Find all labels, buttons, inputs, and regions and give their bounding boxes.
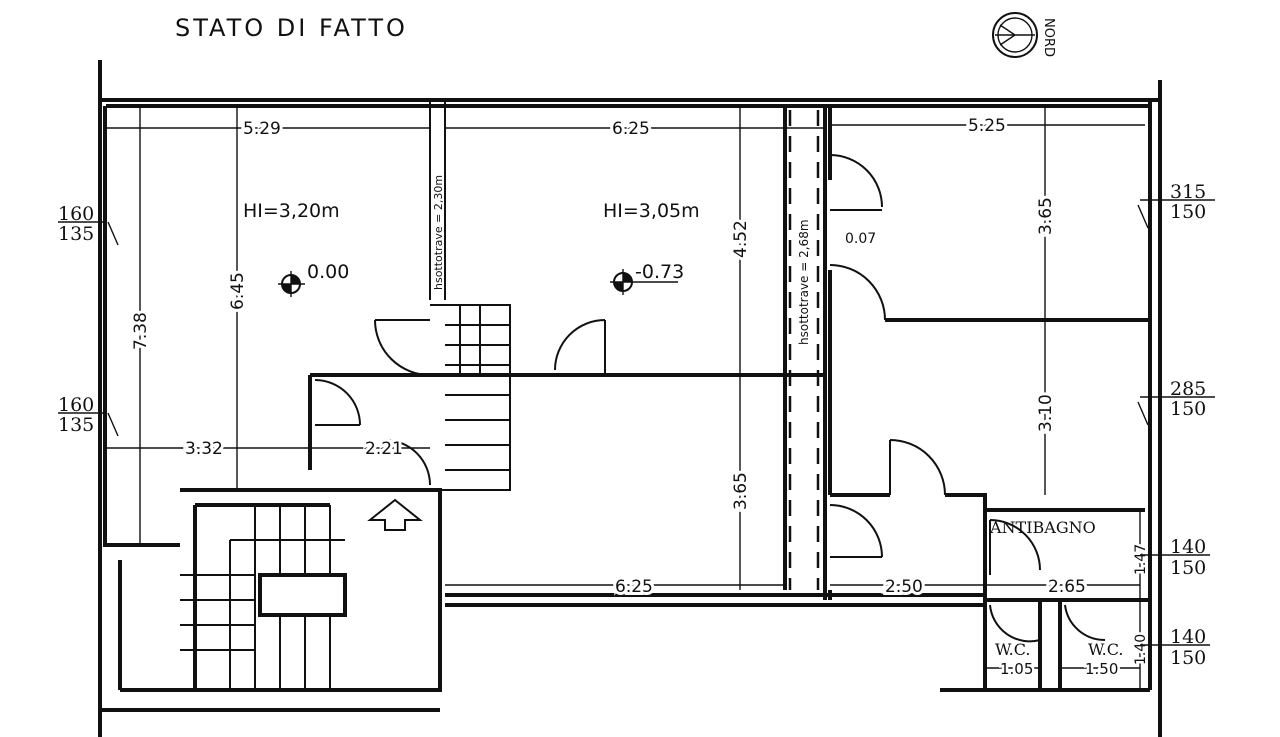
north-label: NORD bbox=[1041, 18, 1056, 57]
window-tag: 315 150 bbox=[1137, 181, 1215, 229]
svg-text:150: 150 bbox=[1170, 398, 1206, 420]
plan-title: STATO DI FATTO bbox=[175, 14, 408, 42]
wc2-label: W.C. bbox=[1088, 640, 1124, 659]
room2-height: HI=3,05m bbox=[603, 200, 700, 222]
stairs bbox=[180, 304, 511, 690]
window-tag: 140 150 bbox=[1140, 536, 1210, 579]
dim-bottom-625: 6.25 bbox=[615, 577, 653, 597]
svg-text:135: 135 bbox=[58, 223, 94, 245]
dim-v-738: 7.38 bbox=[131, 312, 151, 350]
dim-v-310: 3.10 bbox=[1036, 394, 1056, 432]
beam-height-2: hsottotrave = 2,68m bbox=[797, 219, 811, 345]
svg-text:135: 135 bbox=[58, 414, 94, 436]
dim-v-365: 3.65 bbox=[731, 472, 751, 510]
dim-wc1: 1.05 bbox=[1000, 660, 1033, 678]
svg-text:315: 315 bbox=[1170, 181, 1206, 203]
window-tag: 160 135 bbox=[58, 394, 119, 437]
north-arrow-icon: NORD bbox=[992, 12, 1056, 58]
dim-265: 2.65 bbox=[1048, 577, 1086, 597]
level-marker-icon bbox=[278, 271, 305, 297]
beams bbox=[788, 110, 820, 590]
window-tag: 160 135 bbox=[58, 203, 119, 246]
level-marker-icon bbox=[610, 269, 678, 295]
wc1-label: W.C. bbox=[995, 640, 1031, 659]
dim-332: 3.32 bbox=[185, 439, 223, 459]
dim-top-3: 5.25 bbox=[968, 116, 1006, 136]
room2-level: -0.73 bbox=[635, 261, 684, 283]
room1-height: HI=3,20m bbox=[243, 200, 340, 222]
dim-top-1: 5.29 bbox=[243, 119, 281, 139]
dim-221: 2.21 bbox=[365, 439, 403, 459]
dim-v-452: 4.52 bbox=[731, 220, 751, 258]
dim-250: 2.50 bbox=[885, 577, 923, 597]
dim-top-2: 6.25 bbox=[612, 119, 650, 139]
dim-140: 1.40 bbox=[1133, 634, 1149, 665]
beam-height-1: hsottotrave = 2,30m bbox=[432, 175, 445, 290]
svg-text:150: 150 bbox=[1170, 557, 1206, 579]
svg-text:140: 140 bbox=[1170, 626, 1206, 648]
svg-text:150: 150 bbox=[1170, 201, 1206, 223]
svg-text:140: 140 bbox=[1170, 536, 1206, 558]
svg-text:160: 160 bbox=[58, 394, 94, 416]
dim-v-365-right: 3.65 bbox=[1036, 197, 1056, 235]
antibagno-label: ANTIBAGNO bbox=[989, 518, 1096, 537]
entrance-arrow-icon bbox=[367, 498, 423, 531]
doors bbox=[314, 154, 1106, 643]
dim-wc2: 1.50 bbox=[1085, 660, 1118, 678]
svg-text:160: 160 bbox=[58, 203, 94, 225]
window-tag: 140 150 bbox=[1140, 626, 1210, 669]
walls bbox=[98, 60, 1162, 737]
svg-text:150: 150 bbox=[1170, 647, 1206, 669]
room1-level: 0.00 bbox=[307, 261, 349, 283]
dim-007: 0.07 bbox=[845, 231, 876, 247]
window-tag: 285 150 bbox=[1137, 378, 1215, 426]
dim-147: 1.47 bbox=[1133, 544, 1149, 575]
dim-v-645: 6.45 bbox=[228, 272, 248, 310]
svg-text:285: 285 bbox=[1170, 378, 1206, 400]
